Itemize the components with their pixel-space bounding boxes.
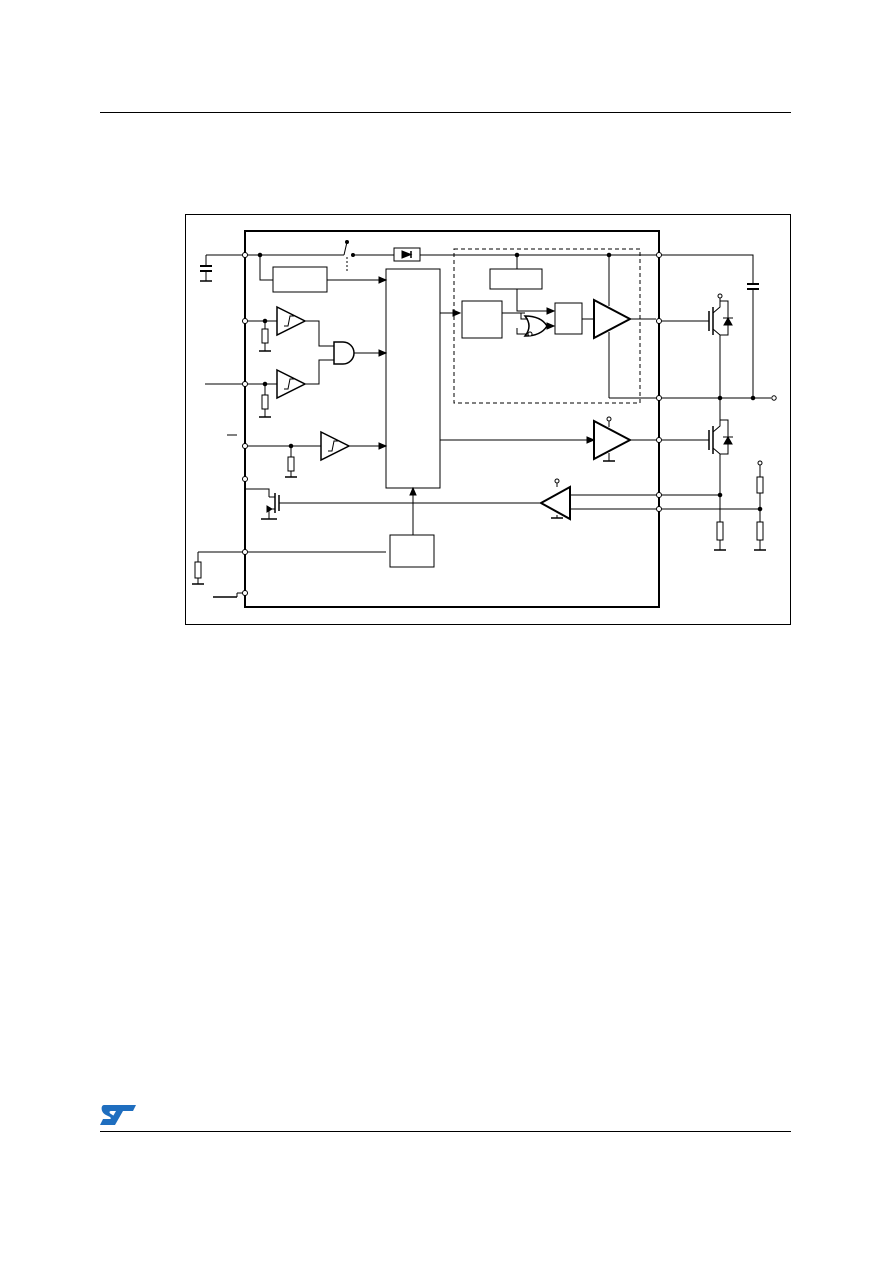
pin-gnd	[242, 590, 248, 596]
pin-cp-plus	[656, 506, 662, 512]
pin-hvg	[656, 318, 662, 324]
deadtime-block	[389, 534, 435, 568]
sense-resistor	[662, 492, 726, 551]
vcc-supply	[200, 240, 759, 398]
level-shifter-block	[461, 300, 503, 339]
pin-boot	[656, 252, 662, 258]
high-side-logic	[440, 255, 594, 339]
pin-lvg	[656, 437, 662, 443]
pin-dt	[242, 549, 248, 555]
vcc-capacitor	[200, 265, 212, 272]
pin-sd	[242, 443, 248, 449]
low-side-igbt	[662, 398, 733, 522]
high-side-driver	[593, 255, 656, 398]
block-diagram	[192, 230, 777, 608]
lin-schmitt-trigger	[276, 368, 307, 400]
comparator-block	[538, 478, 656, 521]
fault-output-mosfet	[244, 482, 541, 520]
block-diagram-frame	[185, 214, 791, 625]
ic-package-outline	[244, 230, 660, 608]
hin-schmitt-trigger	[276, 305, 307, 337]
bootstrap-diode	[393, 247, 421, 262]
low-side-driver	[593, 416, 656, 462]
or-gate	[502, 307, 556, 337]
ic-pins	[242, 252, 662, 596]
st-logo	[98, 1103, 138, 1127]
and-gate	[333, 341, 388, 365]
pin-lin	[242, 381, 248, 387]
footer-rule	[100, 1131, 791, 1132]
control-logic-block	[385, 268, 441, 489]
pin-out	[656, 395, 662, 401]
high-side-section-boundary	[453, 248, 641, 404]
sd-schmitt-trigger	[320, 430, 351, 462]
reference-divider	[662, 460, 766, 551]
bootstrap-capacitor	[747, 283, 759, 290]
st-logo-icon	[100, 1105, 136, 1125]
header-rule	[100, 112, 791, 113]
supply-monitor-block	[272, 266, 328, 293]
high-side-igbt	[662, 293, 733, 398]
pin-cp-minus	[656, 492, 662, 498]
pin-vcc	[242, 252, 248, 258]
pin-fault	[242, 476, 248, 482]
bootstrap-driver-logic-block	[489, 268, 543, 290]
uvlo-switch	[343, 240, 355, 271]
deadtime-path	[192, 486, 435, 585]
hin-input-path	[248, 305, 334, 352]
lin-input-path	[205, 359, 334, 418]
pin-hin	[242, 318, 248, 324]
sd-input-path	[227, 430, 388, 478]
latch-block	[554, 302, 583, 335]
